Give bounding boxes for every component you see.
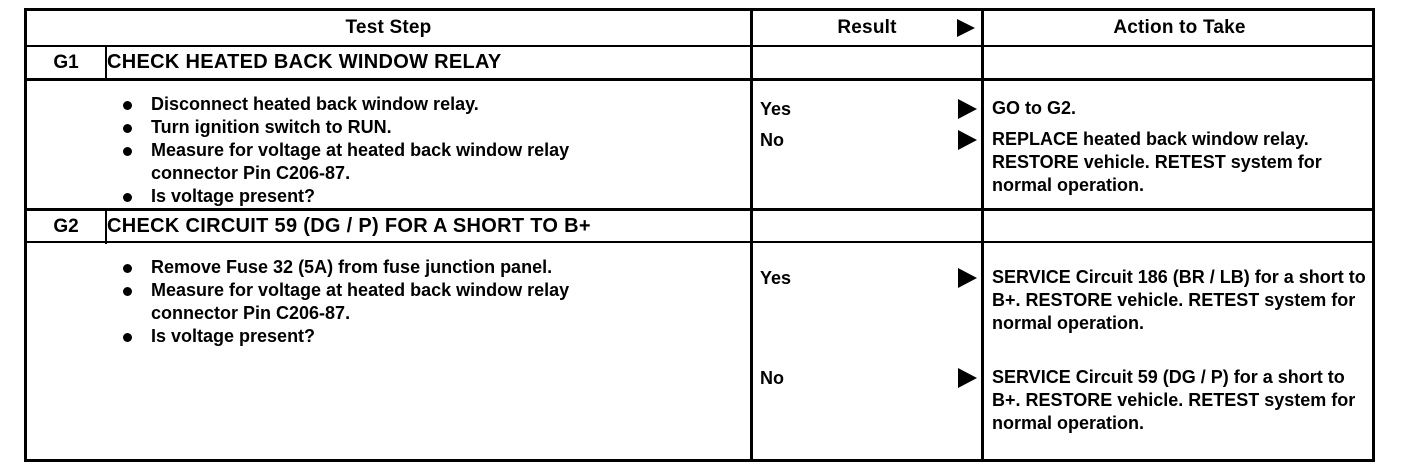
stepid-divider-g1	[105, 45, 107, 78]
bullet-dot-icon	[123, 124, 132, 133]
triangle-right-icon	[958, 99, 977, 119]
result-label: Yes	[760, 268, 792, 288]
bullet-text: Is voltage present?	[151, 326, 316, 346]
step-id-g1: G1	[53, 52, 79, 73]
bullet-item: Disconnect heated back window relay.	[117, 93, 737, 116]
bullet-item: Is voltage present?	[117, 325, 737, 348]
g2-title-rule	[27, 241, 1372, 243]
column-header-result: Result	[753, 11, 981, 45]
result-label: No	[760, 368, 784, 388]
bullet-item: Measure for voltage at heated back windo…	[117, 139, 737, 162]
bullet-text: Disconnect heated back window relay.	[151, 94, 479, 114]
bullet-item: Remove Fuse 32 (5A) from fuse junction p…	[117, 256, 737, 279]
result-row-g1-yes: Yes	[760, 97, 981, 121]
step-title-g2: CHECK CIRCUIT 59 (DG / P) FOR A SHORT TO…	[107, 215, 591, 237]
bullet-item: Is voltage present?	[117, 185, 737, 208]
step-bullets-g1: Disconnect heated back window relay. Tur…	[117, 93, 737, 208]
column-divider-action	[981, 11, 984, 459]
bullet-text: Turn ignition switch to RUN.	[151, 117, 392, 137]
bullet-text: connector Pin C206-87.	[151, 163, 351, 183]
step-title-g1: CHECK HEATED BACK WINDOW RELAY	[107, 51, 502, 73]
bullet-text: Remove Fuse 32 (5A) from fuse junction p…	[151, 257, 553, 277]
triangle-right-icon	[957, 19, 975, 37]
action-text-g1-no: REPLACE heated back window relay. RESTOR…	[992, 129, 1322, 195]
bullet-item: Measure for voltage at heated back windo…	[117, 279, 737, 302]
bullet-text: connector Pin C206-87.	[151, 303, 351, 323]
bullet-dot-icon	[123, 333, 132, 342]
column-header-result-label: Result	[837, 17, 897, 38]
action-text-g2-no: SERVICE Circuit 59 (DG / P) for a short …	[992, 367, 1356, 433]
triangle-right-icon	[958, 368, 977, 388]
triangle-right-icon	[958, 268, 977, 288]
result-row-g2-yes: Yes	[760, 266, 981, 290]
result-row-g1-no: No	[760, 128, 981, 152]
step-bullets-g2: Remove Fuse 32 (5A) from fuse junction p…	[117, 256, 737, 348]
bullet-text: Is voltage present?	[151, 186, 316, 206]
stepid-divider-g2	[105, 208, 107, 244]
triangle-right-icon	[958, 130, 977, 150]
bullet-dot-icon	[123, 264, 132, 273]
g1-body-rule	[27, 208, 1372, 211]
result-label: Yes	[760, 99, 792, 119]
bullet-dot-icon	[123, 193, 132, 202]
header-rule	[27, 45, 1372, 47]
result-row-g2-no: No	[760, 366, 981, 390]
bullet-dot-icon	[123, 287, 132, 296]
g1-title-rule	[27, 78, 1372, 81]
step-id-g2: G2	[53, 216, 79, 237]
bullet-dot-icon	[123, 101, 132, 110]
bullet-continuation: connector Pin C206-87.	[117, 302, 737, 325]
bullet-dot-icon	[123, 147, 132, 156]
bullet-text: Measure for voltage at heated back windo…	[151, 140, 570, 160]
action-text-g1-yes: GO to G2.	[992, 98, 1077, 118]
column-header-action-to-take: Action to Take	[1113, 17, 1246, 38]
result-label: No	[760, 130, 784, 150]
bullet-continuation: connector Pin C206-87.	[117, 162, 737, 185]
diagnostic-table: Test Step Result Action to Take G1 CHECK…	[24, 8, 1375, 462]
bullet-text: Measure for voltage at heated back windo…	[151, 280, 570, 300]
column-header-test-step: Test Step	[345, 17, 432, 38]
action-text-g2-yes: SERVICE Circuit 186 (BR / LB) for a shor…	[992, 267, 1366, 333]
bullet-item: Turn ignition switch to RUN.	[117, 116, 737, 139]
column-divider-result	[750, 11, 753, 459]
